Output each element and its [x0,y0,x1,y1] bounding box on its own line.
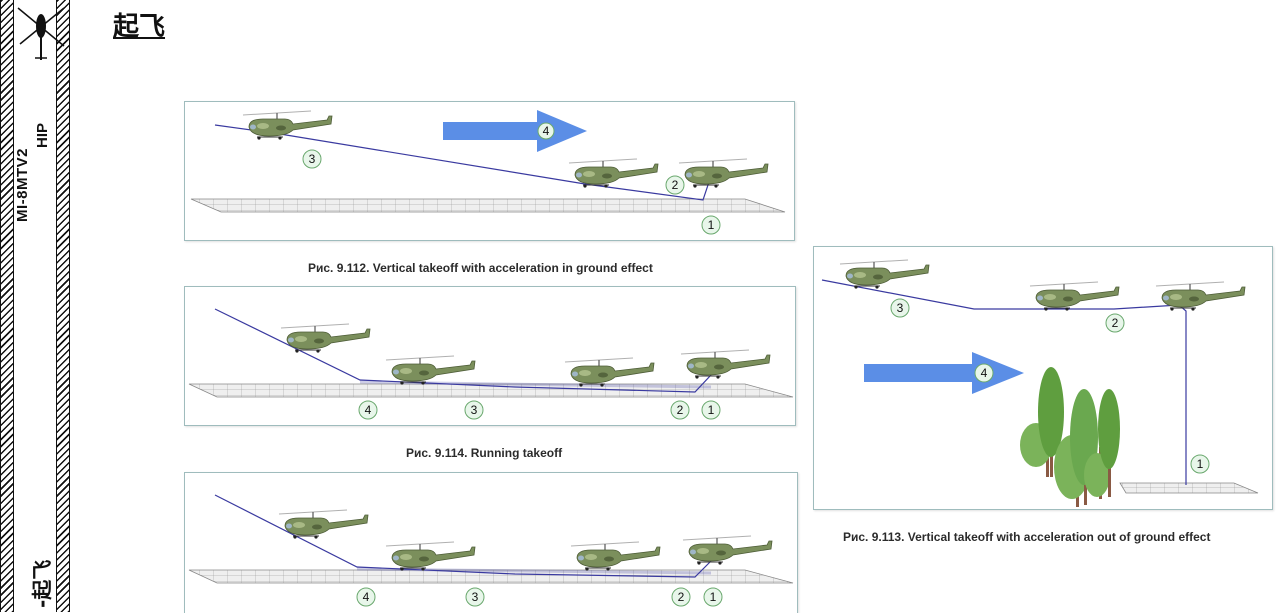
marker-1: 1 [703,587,723,607]
flight-path [214,308,712,393]
marker-1: 1 [1190,454,1210,474]
helicopter-stage-3 [839,259,930,290]
svg-text:4: 4 [363,590,370,604]
helicopter-stage-2 [564,357,655,388]
marker-1: 1 [701,215,721,235]
marker-3: 3 [890,298,910,318]
figure-panel-running-takeoff: 4 3 2 1 [184,286,796,426]
svg-text:3: 3 [471,403,478,417]
figure-panel-vertical-takeoff-out-of-ground-effect: 4 3 2 1 [813,246,1273,510]
helicopter-stage-2 [1029,281,1120,312]
helicopter-stage-1 [682,535,773,566]
runway-pad [188,383,794,398]
helicopter-stage-1 [678,158,769,189]
side-band: MI-8MTV2 HIP -起飞 [0,0,72,612]
helicopter-stage-3 [385,355,476,386]
figure-caption: Рис. 9.114. Running takeoff [406,446,563,460]
svg-text:2: 2 [1112,316,1119,330]
runway-pad [188,569,794,584]
helicopter-stage-2 [570,541,661,572]
svg-text:1: 1 [710,590,717,604]
helicopter-stage-1 [1155,281,1246,312]
landing-pad [1119,482,1259,494]
svg-text:1: 1 [708,218,715,232]
hatch-strip-right [56,0,70,612]
svg-text:1: 1 [708,403,715,417]
figure-illustration: 4 3 2 1 [190,110,786,235]
direction-arrow [864,352,1024,394]
flight-path [821,279,1187,485]
figure-panel-vertical-takeoff-ground-effect: 4 3 2 1 [184,101,795,241]
figure-illustration: 4 3 2 1 [188,494,794,607]
page-title: 起飞 [113,12,166,42]
svg-text:3: 3 [897,301,904,315]
helicopter-stage-1 [680,349,771,380]
helicopter-stage-3 [385,541,476,572]
svg-text:3: 3 [472,590,479,604]
figure-caption: Рис. 9.113. Vertical takeoff with accele… [843,530,1211,544]
helicopter-logo-icon [17,7,65,60]
figure-caption: Рис. 9.112. Vertical takeoff with accele… [308,261,653,275]
svg-text:1: 1 [1197,457,1204,471]
marker-4: 4 [974,363,994,383]
figure-illustration: 4 3 2 1 [821,259,1259,507]
marker-4: 4 [356,587,376,607]
flight-path [214,494,712,578]
svg-text:4: 4 [981,366,988,380]
figure-illustration: 4 3 2 1 [188,308,794,420]
figure-panel-running-takeoff-variant: 4 3 2 1 [184,472,798,613]
aircraft-model-label: MI-8MTV2 [14,147,31,222]
svg-text:4: 4 [365,403,372,417]
marker-2: 2 [670,400,690,420]
hatch-strip-left [0,0,14,612]
tree-cluster [1020,367,1120,507]
svg-text:2: 2 [677,403,684,417]
svg-text:2: 2 [678,590,685,604]
marker-2: 2 [1105,313,1125,333]
marker-1: 1 [701,400,721,420]
chapter-label: -起飞 [30,559,54,608]
aircraft-nickname-label: HIP [34,122,51,148]
marker-3: 3 [465,587,485,607]
marker-3: 3 [464,400,484,420]
marker-3: 3 [302,149,322,169]
runway-pad [190,198,786,213]
marker-2: 2 [671,587,691,607]
marker-2: 2 [665,175,685,195]
marker-4: 4 [358,400,378,420]
direction-arrow [443,110,587,152]
svg-text:4: 4 [543,124,550,138]
marker-4: 4 [537,122,555,140]
svg-text:3: 3 [309,152,316,166]
svg-text:2: 2 [672,178,679,192]
